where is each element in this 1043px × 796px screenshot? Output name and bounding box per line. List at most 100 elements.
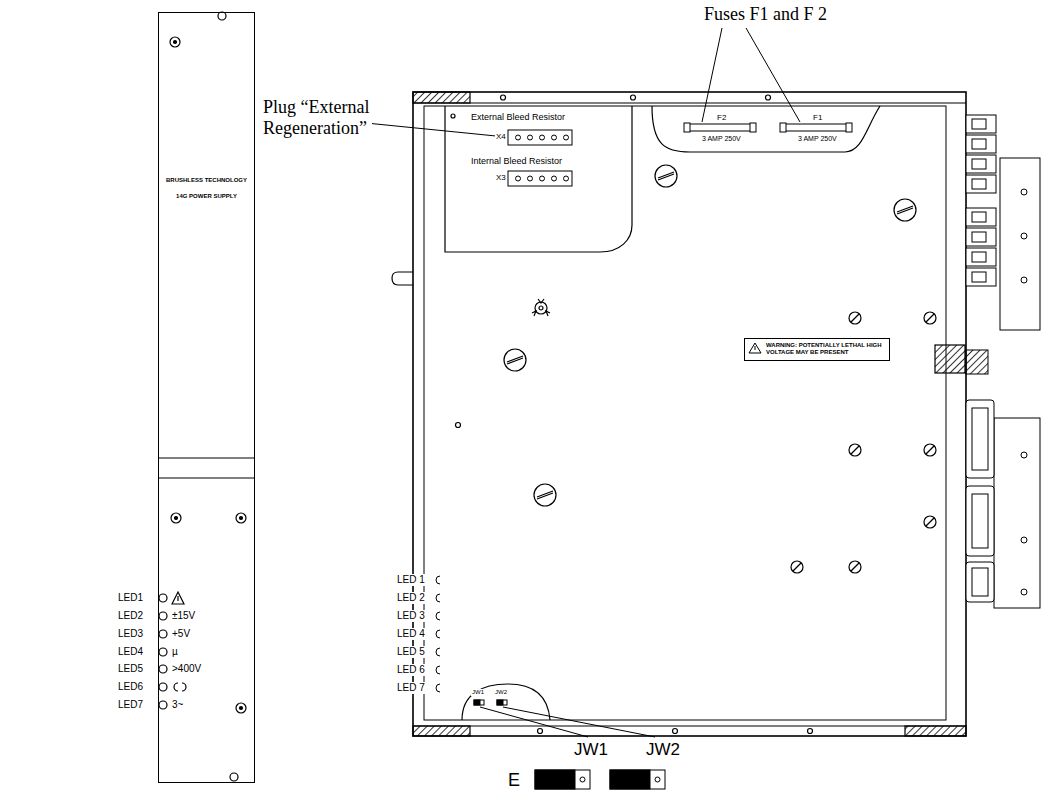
- front-panel-detail: [158, 457, 255, 458]
- module-housing: [905, 726, 966, 736]
- screw-symbol: [926, 518, 934, 526]
- screw-symbol: [655, 165, 677, 187]
- front-panel-detail: [159, 594, 167, 602]
- fuse-rating: 3 AMP 250V: [797, 135, 838, 143]
- jumper-symbol: [610, 770, 665, 789]
- connector-plug: [552, 135, 557, 140]
- module-housing: [413, 726, 470, 736]
- connector-plug: [564, 176, 569, 181]
- screw-symbol: [926, 446, 934, 454]
- sub-d-connector: [966, 562, 994, 602]
- jumper-symbol: [474, 700, 484, 705]
- fuse-symbol: [684, 123, 852, 132]
- jumper-symbol: [535, 770, 575, 789]
- callout-label: Plug “External Regeneration”: [262, 97, 372, 138]
- sub-d-connector: [994, 418, 1040, 608]
- jumper-name: JW1: [471, 689, 485, 696]
- module-housing: [413, 725, 966, 726]
- front-panel-detail: [174, 683, 178, 691]
- module-housing: [456, 423, 461, 428]
- led-label: LED 7: [396, 682, 426, 694]
- terminal-block: [972, 179, 986, 189]
- screw-symbol: [504, 165, 936, 573]
- module-housing: [413, 92, 966, 736]
- jumper-symbol: [474, 700, 480, 705]
- connector-plug: [564, 135, 569, 140]
- screw-symbol: [791, 561, 803, 573]
- screw-symbol: [897, 208, 913, 214]
- jumper-symbol: [655, 777, 660, 782]
- screw-symbol: [926, 314, 934, 322]
- module-housing: [413, 102, 966, 103]
- front-panel-detail: [182, 683, 186, 691]
- front-panel-detail: [174, 41, 177, 44]
- led-symbol: [436, 576, 440, 692]
- front-panel-detail: [159, 665, 167, 673]
- module-housing: [392, 92, 966, 736]
- connector-name: X3: [495, 173, 507, 182]
- connector-plug: [540, 135, 545, 140]
- sub-d-connector: [1021, 589, 1027, 595]
- front-panel-detail: [158, 12, 255, 781]
- screw-symbol: [924, 444, 936, 456]
- terminal-block: [966, 228, 996, 246]
- jumper-symbol: [497, 700, 507, 705]
- screw-symbol: [507, 358, 523, 364]
- screw-symbol: [849, 312, 861, 324]
- front-panel-detail: [159, 701, 167, 709]
- sub-d-connector: [1021, 537, 1027, 543]
- board-text: External Bleed Resistor: [470, 112, 566, 122]
- screw-symbol: [504, 349, 526, 371]
- screw-symbol: [849, 561, 861, 573]
- screw-symbol: [537, 493, 553, 499]
- fuse-symbol: [782, 124, 850, 131]
- screw-symbol: [655, 165, 677, 187]
- leader-line: [503, 707, 655, 737]
- connector-plug: [516, 135, 521, 140]
- screw-symbol: [894, 199, 916, 221]
- terminal-block: [972, 119, 986, 129]
- connector-plug: [508, 171, 572, 186]
- connector-plug: [516, 176, 521, 181]
- front-panel-detail: [236, 703, 246, 713]
- screw-symbol: [532, 299, 550, 316]
- leader-line: [746, 28, 800, 122]
- terminal-block: [966, 155, 996, 173]
- screw-symbol: [851, 563, 859, 571]
- led-symbol: [436, 612, 440, 620]
- led-symbol: >400V: [171, 663, 202, 675]
- led-label: LED 6: [396, 664, 426, 676]
- led-symbol: [436, 648, 440, 656]
- front-panel-detail: [230, 773, 238, 781]
- connector-plug: [552, 176, 557, 181]
- leader-line: [702, 28, 722, 122]
- led-label: LED4: [117, 646, 144, 658]
- terminal-block: [966, 208, 996, 226]
- screw-symbol: [534, 484, 556, 506]
- module-housing: [935, 345, 965, 373]
- sub-d-connector: [966, 400, 994, 478]
- jumper-symbol: [535, 770, 590, 789]
- led-symbol: 3~: [171, 699, 184, 711]
- panel-title: BRUSHLESS TECHNOLOGY: [159, 177, 254, 184]
- terminal-block: [972, 272, 986, 282]
- led-symbol: [436, 630, 440, 638]
- module-housing: [424, 106, 946, 720]
- warning-box: WARNING: POTENTIALLY LETHAL HIGH VOLTAGE…: [744, 338, 890, 361]
- front-panel-detail: [159, 630, 167, 638]
- terminal-block: [1021, 277, 1027, 283]
- led-label: LED2: [117, 610, 144, 622]
- screw-symbol: [791, 561, 803, 573]
- jumper-symbol: [474, 700, 665, 789]
- screw-symbol: [849, 444, 861, 456]
- screw-symbol: [534, 484, 556, 506]
- front-panel-detail: [240, 707, 243, 710]
- screw-symbol: [924, 312, 936, 324]
- fuse-name: F1: [812, 113, 823, 122]
- led-symbol: [436, 666, 440, 674]
- led-label: LED 4: [396, 628, 426, 640]
- front-panel-detail: [159, 683, 167, 691]
- led-symbol: [436, 594, 440, 602]
- warning-text: WARNING: POTENTIALLY LETHAL HIGH VOLTAGE…: [766, 342, 886, 356]
